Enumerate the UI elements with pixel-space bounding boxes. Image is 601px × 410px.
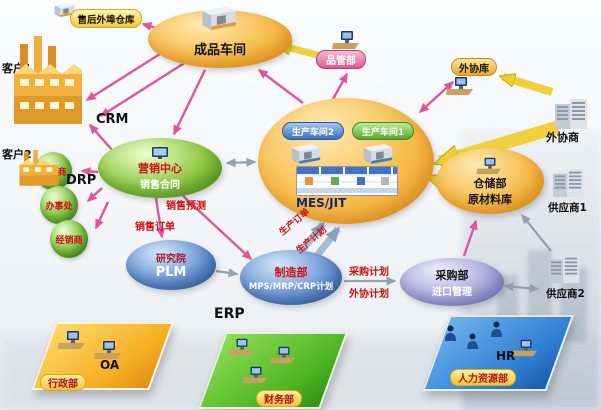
factory-icon	[18, 150, 60, 188]
drp-label: DRP	[66, 173, 97, 188]
person-icon	[444, 325, 457, 342]
supplier2-label: 供应商2	[546, 288, 585, 300]
flow-outsource-plan: 外协计划	[349, 289, 389, 300]
arrow-marketing-to-office	[86, 187, 103, 203]
platform-hr-content: HR 人力资源部	[428, 317, 570, 386]
supplier1-label: 供应商1	[548, 202, 587, 214]
node-research-institute: 研究院 PLM	[126, 240, 216, 290]
arrow-production-to-finished	[257, 69, 304, 104]
workstation-icon	[242, 364, 270, 384]
finance-dept-label: 财务部	[264, 395, 294, 406]
finance-dept-pill: 财务部	[256, 390, 302, 407]
arrow-marketing-to-manufacturing	[182, 195, 253, 261]
raw-material-store-label: 原材料库	[468, 193, 512, 206]
warehouse-box-icon	[288, 140, 322, 165]
node-production-workshop2: 生产车间2	[282, 122, 344, 140]
external-warehouse-label: 外协库	[459, 63, 489, 75]
arrow-production-extwarehouse	[418, 80, 455, 114]
manufacturing-dept-label: 制造部	[274, 265, 308, 279]
finished-workshop-label: 成品车间	[193, 42, 246, 58]
factory-icon	[12, 32, 84, 128]
warehouse-box-icon	[198, 2, 238, 31]
plm-label: PLM	[155, 265, 187, 280]
node-production-workshop1: 生产车间1	[352, 122, 414, 140]
node-marketing-center: 营销中心 销售合同	[98, 138, 222, 198]
arrow-partner-to-extwarehouse	[503, 73, 554, 96]
office-building-icon	[546, 252, 584, 284]
node-aftersales-warehouse: 售后外埠仓库	[70, 9, 142, 28]
oa-dept-pill: 行政部	[40, 374, 86, 391]
flow-sales-order: 销售订单	[135, 222, 175, 233]
workstation-icon	[476, 155, 504, 175]
erp-label: ERP	[214, 306, 245, 322]
workstation-icon	[58, 328, 88, 350]
workstation-icon	[332, 28, 362, 50]
platform-finance-content: 财务部	[202, 334, 344, 407]
person-icon	[490, 321, 503, 338]
arrow-plm-to-manufacturing	[215, 268, 239, 278]
outsource-partner-label: 外协商	[546, 131, 579, 144]
arrow-manufacturing-to-production-1	[298, 221, 326, 255]
oa-label: OA	[100, 358, 120, 372]
arrow-marketing-to-distributor	[94, 201, 110, 230]
arrow-marketing-to-agent	[80, 167, 99, 177]
node-distributor: 经销商	[50, 220, 88, 258]
arrow-manufacturing-to-production-2	[313, 226, 341, 260]
office-building-icon	[552, 96, 592, 130]
oa-dept-label: 行政部	[48, 379, 78, 390]
office-label: 办事处	[45, 201, 73, 212]
import-management-label: 进口管理	[432, 286, 472, 298]
monitor-icon	[151, 146, 169, 160]
quality-dept-label: 品管部	[326, 56, 356, 67]
arrow-finished-to-customer1	[85, 52, 161, 102]
purchasing-dept-label: 采购部	[435, 268, 469, 282]
workstation-icon	[94, 338, 124, 360]
node-external-warehouse: 外协库	[451, 58, 497, 76]
mps-mrp-crp-label: MPS/MRP/CRP计划	[248, 281, 334, 292]
platform-oa-content: OA 行政部	[30, 324, 172, 391]
office-building-icon	[550, 166, 588, 198]
node-manufacturing-dept: 制造部 MPS/MRP/CRP计划	[240, 250, 342, 305]
pallet-icon	[331, 177, 339, 185]
distributor-label: 经销商	[55, 235, 83, 246]
arrow-purchasing-supplier2	[503, 282, 540, 293]
workstation-icon	[270, 344, 298, 364]
warehouse-box-icon	[360, 140, 394, 165]
node-office: 办事处	[40, 186, 78, 224]
workstation-icon	[228, 336, 256, 356]
arrow-supplier2-to-warehouse	[521, 213, 552, 252]
person-icon	[466, 333, 479, 350]
workstation-icon	[446, 74, 476, 96]
mes-label: MES/JIT	[296, 196, 347, 210]
aftersales-warehouse-label: 售后外埠仓库	[77, 14, 135, 26]
forklift-icon	[305, 177, 313, 185]
arrow-finished-to-marketing	[172, 69, 207, 136]
sales-contract-label: 销售合同	[140, 179, 180, 191]
mes-screenshot-panel	[296, 166, 398, 196]
node-purchasing-dept: 采购部 进口管理	[400, 258, 504, 306]
hr-dept-pill: 人力资源部	[450, 369, 516, 386]
flow-sales-forecast: 销售预测	[166, 201, 206, 212]
hr-dept-label: 人力资源部	[458, 374, 508, 385]
production-workshop2-label: 生产车间2	[291, 127, 335, 138]
arrow-production-to-quality	[331, 72, 349, 100]
arrow-purchasing-to-warehouse	[462, 219, 478, 257]
research-institute-label: 研究院	[156, 254, 186, 265]
hr-label: HR	[496, 349, 516, 363]
arrow-marketing-production	[225, 157, 257, 168]
crm-label: CRM	[96, 112, 129, 127]
marketing-center-label: 营销中心	[138, 161, 182, 175]
production-workshop1-label: 生产车间1	[361, 127, 405, 138]
warehouse-dept-label: 仓储部	[473, 177, 507, 190]
arrow-marketing-to-customer	[89, 123, 114, 152]
node-warehouse-dept: 仓储部 原材料库	[436, 148, 544, 214]
cart-icon	[381, 177, 389, 185]
arrow-marketing-to-plm	[154, 197, 166, 239]
node-quality-dept: 品管部	[316, 50, 366, 69]
machine-icon	[357, 177, 365, 185]
flow-purchase-plan: 采购计划	[349, 267, 389, 278]
arrow-finished-to-crm	[99, 60, 187, 118]
node-production-center: 生产车间2 生产车间1 MES/JIT	[258, 98, 434, 224]
workstation-icon	[512, 337, 540, 357]
